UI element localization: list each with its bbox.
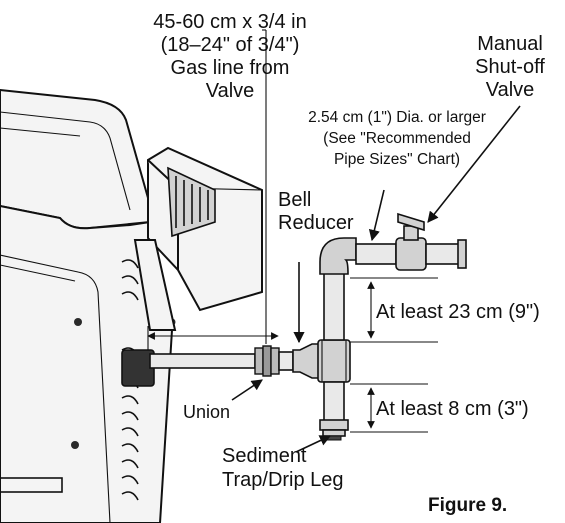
label-gas-line: 45-60 cm x 3/4 in (18–24" of 3/4") Gas l…: [153, 11, 306, 102]
gas-line-label-4: Valve: [206, 80, 255, 102]
screw-icon: [74, 318, 82, 326]
bell-reducer-label-1: Bell: [278, 189, 311, 211]
bell-reducer-label-2: Reducer: [278, 212, 354, 234]
bell-reducer: [292, 343, 321, 379]
min-8cm-label: At least 8 cm (3"): [376, 398, 529, 420]
sediment-leader: [295, 435, 332, 453]
shutoff-label-2: Shut-off: [475, 56, 545, 78]
gas-piping: [149, 212, 467, 441]
dimension-lines: [147, 29, 521, 453]
shutoff-label-3: Valve: [486, 79, 535, 101]
pipe-dia-leader: [368, 189, 385, 242]
min-23cm-label: At least 23 cm (9"): [376, 301, 540, 323]
valve-leader: [427, 105, 521, 223]
screw-icon: [71, 441, 79, 449]
gas-line-label-3: Gas line from: [171, 57, 290, 79]
shutoff-label-1: Manual: [477, 33, 543, 55]
label-bell-reducer: Bell Reducer: [278, 189, 354, 234]
label-pipe-diameter: 2.54 cm (1") Dia. or larger (See "Recomm…: [308, 109, 486, 168]
label-shutoff-valve: Manual Shut-off Valve: [475, 33, 545, 101]
heater-unit: [0, 88, 263, 523]
union-label: Union: [183, 402, 230, 422]
label-sediment-trap: Sediment Trap/Drip Leg: [222, 445, 344, 491]
manual-shut-off-valve: [395, 212, 467, 271]
elbow-fitting: [319, 237, 357, 275]
gas-line-label-1: 45-60 cm x 3/4 in: [153, 11, 306, 33]
gas-line-label-2: (18–24" of 3/4"): [161, 34, 300, 56]
sediment-label-1: Sediment: [222, 445, 307, 467]
sediment-trap-drip-leg: [319, 381, 349, 441]
union-fitting: [254, 345, 280, 377]
pipe-dia-label-1: 2.54 cm (1") Dia. or larger: [308, 109, 486, 126]
pipe-dia-label-2: (See "Recommended: [323, 130, 471, 147]
gas-inlet-block: [121, 349, 155, 387]
gas-line-pipe: [149, 353, 256, 369]
tee-fitting: [317, 339, 351, 383]
union-leader: [231, 379, 263, 401]
pipe-dia-label-3: Pipe Sizes" Chart): [334, 151, 460, 168]
valve-handle: [397, 212, 425, 232]
sediment-label-2: Trap/Drip Leg: [222, 469, 344, 491]
figure-caption: Figure 9.: [428, 495, 507, 516]
